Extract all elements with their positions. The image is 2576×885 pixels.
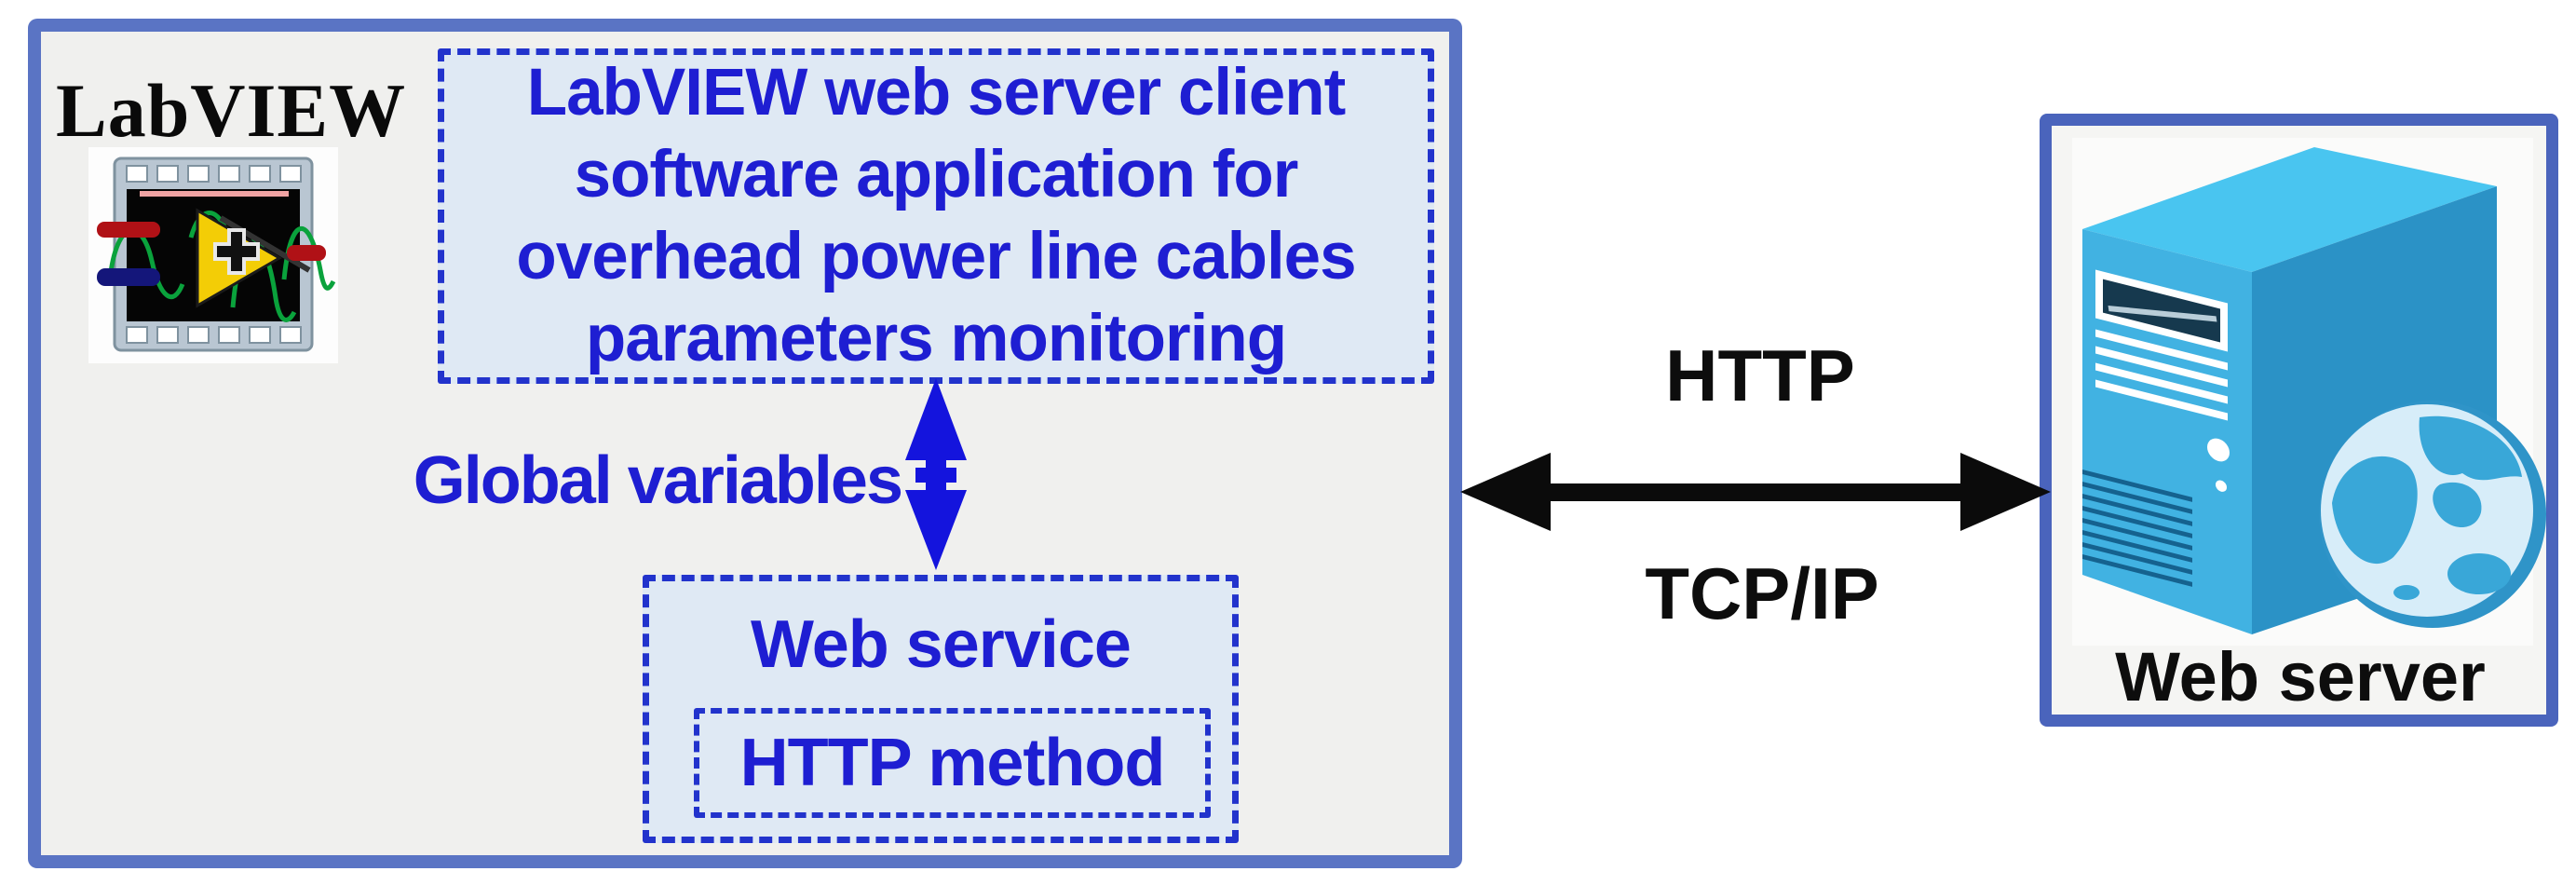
web-server-icon: [2072, 138, 2533, 646]
labview-icon: [88, 147, 338, 363]
web-server-label: Web server: [2115, 638, 2486, 715]
tcpip-link-label: TCP/IP: [1645, 552, 1879, 634]
client-box-line-1: LabVIEW web server client: [526, 56, 1347, 129]
web-service-label: Web service: [751, 607, 1132, 682]
http-method-box: HTTP method: [694, 708, 1211, 818]
http-method-label: HTTP method: [739, 726, 1166, 800]
global-variables-label: Global variables: [413, 443, 903, 518]
client-application-box: LabVIEW web server client software appli…: [438, 48, 1434, 384]
http-link-label: HTTP: [1665, 334, 1855, 416]
client-box-line-2: software application for: [574, 138, 1299, 211]
double-arrow-horizontal-icon: [1460, 453, 2051, 531]
client-box-line-4: parameters monitoring: [585, 302, 1287, 375]
labview-title: LabVIEW: [56, 68, 407, 153]
client-box-line-3: overhead power line cables: [516, 220, 1356, 293]
